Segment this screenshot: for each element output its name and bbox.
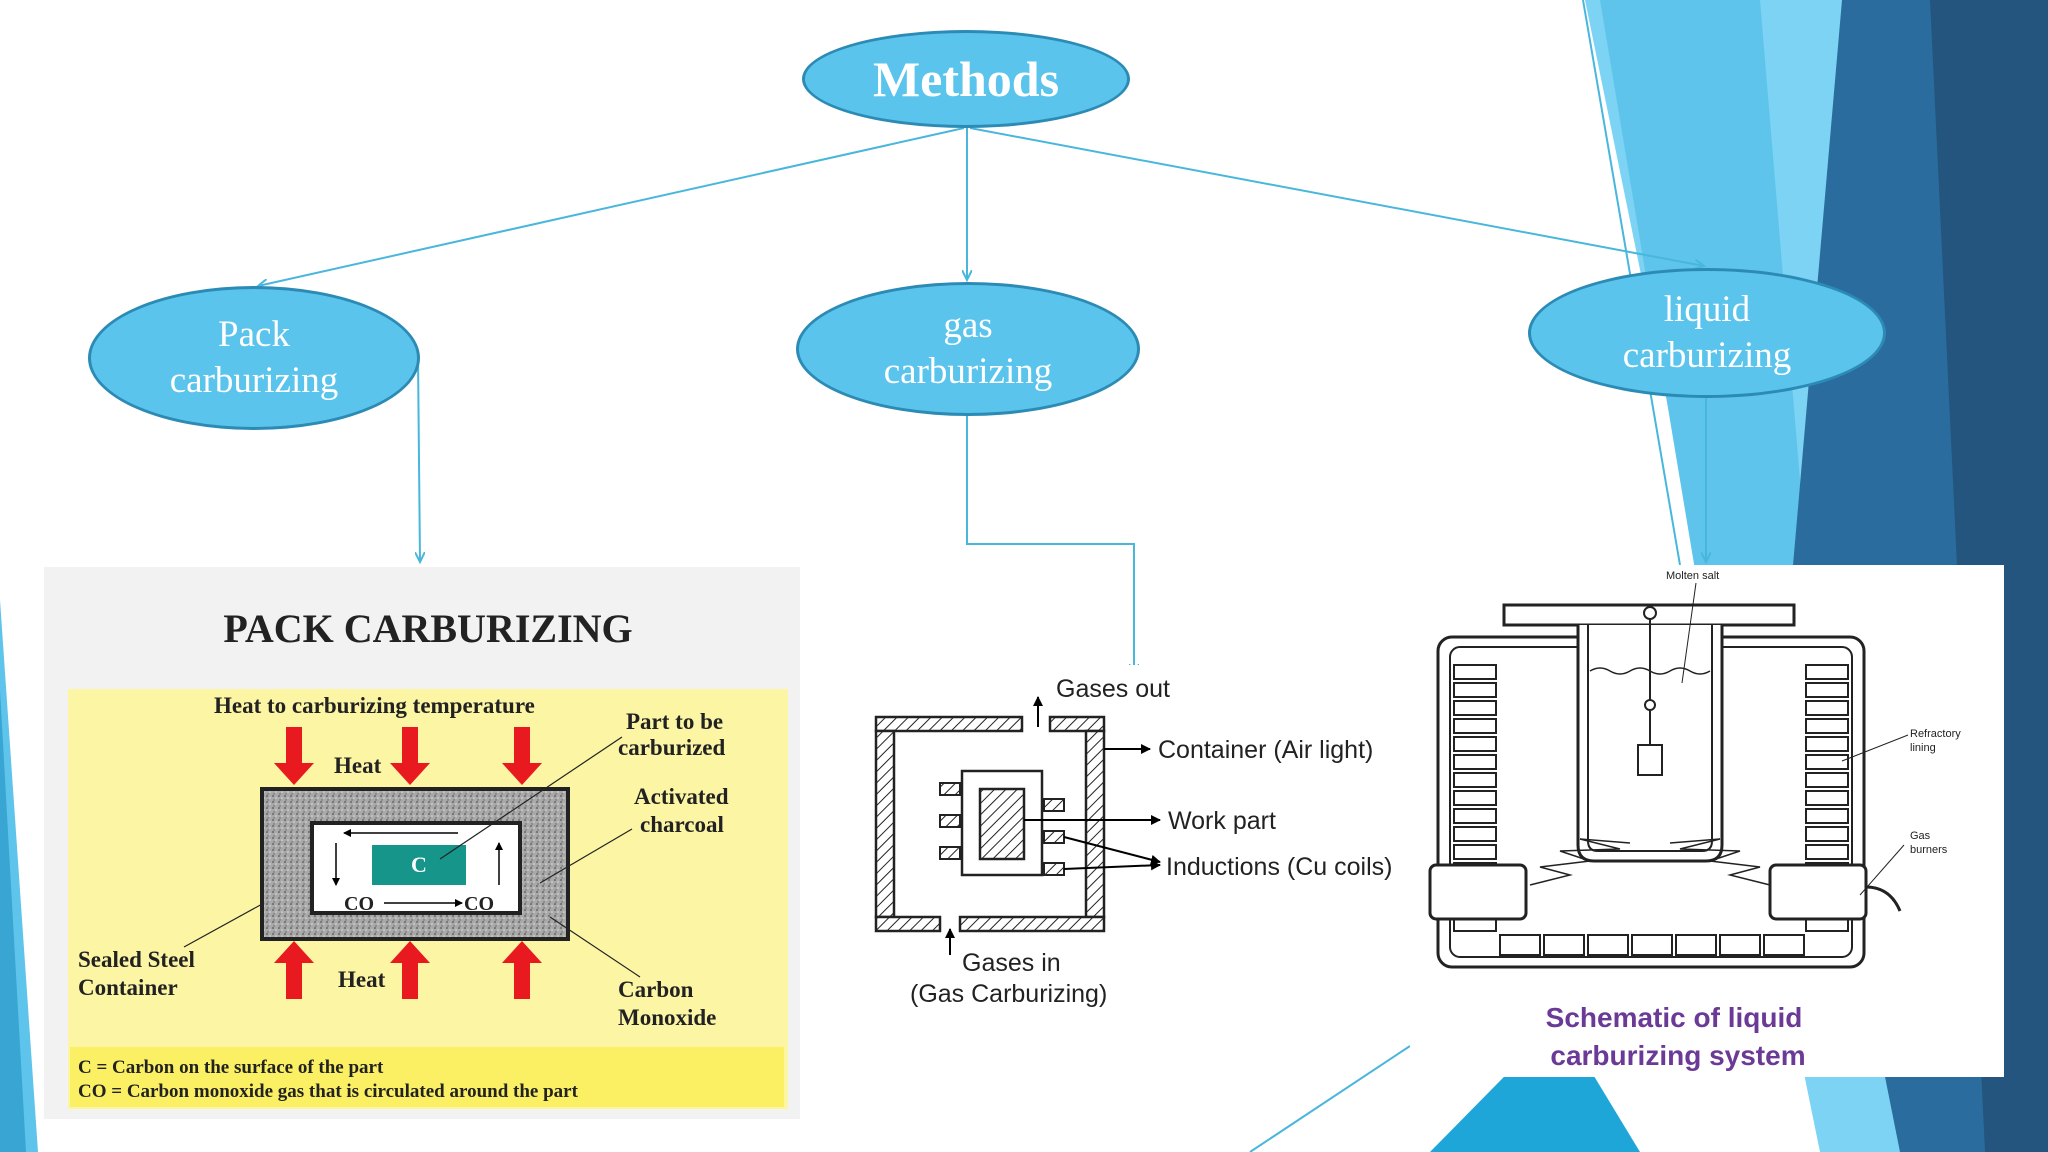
heat-arrow-top-1 bbox=[274, 727, 314, 785]
gas-container bbox=[874, 715, 1106, 933]
gas-label-in: Gases in bbox=[962, 949, 1061, 977]
gas-wall-bottom-right bbox=[958, 915, 1106, 933]
pack-co-left: CO bbox=[344, 893, 374, 915]
gas-carburizing-figure: Gases out Container (Air light) Work par… bbox=[858, 665, 1416, 1035]
leader-molten-salt bbox=[1681, 582, 1697, 684]
liquid-label-burners-2: burners bbox=[1910, 844, 1948, 856]
pack-container-label-2: Container bbox=[78, 975, 178, 1000]
gas-arrow-coil-2 bbox=[1063, 860, 1161, 871]
heat-arrow-bottom-2 bbox=[390, 941, 430, 999]
pack-heat-bottom: Heat bbox=[338, 967, 386, 992]
pack-container-label-1: Sealed Steel bbox=[78, 947, 195, 972]
pack-heat-arrows-bottom bbox=[274, 941, 542, 999]
coil-right-2 bbox=[1043, 830, 1065, 844]
liquid-caption-2: carburizing system bbox=[1550, 1040, 1805, 1071]
node-pack-carburizing: Pack carburizing bbox=[88, 286, 420, 430]
connector-methods-pack bbox=[258, 127, 965, 286]
pack-part-symbol: C bbox=[411, 852, 427, 877]
liquid-carburizing-figure: Molten salt Refractory lining Gas burner… bbox=[1410, 565, 2004, 1077]
pack-co-right: CO bbox=[464, 893, 494, 915]
pack-heat-to-temp: Heat to carburizing temperature bbox=[214, 693, 535, 718]
pack-monoxide-label-2: Monoxide bbox=[618, 1005, 716, 1030]
refractory-bottom bbox=[1499, 934, 1805, 956]
gas-wall-left bbox=[874, 729, 896, 919]
pack-part-label-2: carburized bbox=[618, 735, 726, 760]
node-methods: Methods bbox=[802, 30, 1130, 128]
node-gas-carburizing: gas carburizing bbox=[796, 282, 1140, 416]
pack-leader-monoxide bbox=[549, 916, 641, 978]
pack-leader-container bbox=[183, 902, 265, 948]
burner-hose bbox=[1865, 885, 1902, 912]
gas-burner-left bbox=[1428, 863, 1528, 921]
pack-monoxide-label-1: Carbon bbox=[618, 977, 694, 1002]
liquid-caption-1: Schematic of liquid bbox=[1546, 1002, 1803, 1033]
gas-arrow-coil-1 bbox=[1063, 836, 1161, 865]
gas-wall-top-left bbox=[874, 715, 1024, 733]
gas-work-part bbox=[978, 787, 1026, 861]
pack-charcoal-label-2: charcoal bbox=[640, 812, 724, 837]
pack-legend-1: C = Carbon on the surface of the part bbox=[78, 1057, 384, 1078]
node-methods-label: Methods bbox=[872, 51, 1060, 107]
gas-induction-coils bbox=[939, 782, 1065, 876]
bg-left-light-wedge bbox=[0, 690, 26, 1152]
hanger-ring-top bbox=[1643, 606, 1657, 620]
gas-wall-top-right bbox=[1048, 715, 1106, 733]
leader-refractory bbox=[1841, 734, 1909, 762]
work-piece bbox=[1637, 744, 1663, 776]
heat-arrow-top-3 bbox=[502, 727, 542, 785]
gas-wall-bottom-left bbox=[874, 915, 942, 933]
gas-burner-right bbox=[1768, 863, 1868, 921]
node-liquid-label: liquid carburizing bbox=[1622, 289, 1792, 376]
liquid-label-refractory-2: lining bbox=[1910, 742, 1936, 754]
connector-gas-figure bbox=[966, 414, 1134, 674]
pack-title: PACK CARBURIZING bbox=[223, 606, 632, 651]
burner-flames-right bbox=[1669, 838, 1771, 886]
gas-wall-right bbox=[1084, 729, 1106, 919]
heat-arrow-bottom-1 bbox=[274, 941, 314, 999]
coil-left-2 bbox=[939, 814, 961, 828]
connector-pack-figure bbox=[418, 357, 420, 562]
pack-heat-top: Heat bbox=[334, 753, 382, 778]
leader-burner bbox=[1859, 844, 1905, 896]
pack-carburizing-figure: PACK CARBURIZING Heat to carburizing tem… bbox=[44, 567, 800, 1119]
liquid-label-refractory-1: Refractory bbox=[1910, 728, 1961, 740]
gas-label-work-part: Work part bbox=[1168, 807, 1276, 835]
node-gas-label: gas carburizing bbox=[883, 305, 1053, 392]
bg-bottom-right-wedge bbox=[1430, 1020, 1640, 1152]
coil-left-1 bbox=[939, 782, 961, 796]
gas-label-inductions: Inductions (Cu coils) bbox=[1166, 853, 1392, 881]
connector-methods-liquid bbox=[969, 127, 1704, 266]
pack-leader-charcoal bbox=[539, 828, 633, 884]
pack-charcoal-label-1: Activated bbox=[634, 784, 729, 809]
node-liquid-carburizing: liquid carburizing bbox=[1528, 268, 1886, 398]
coil-left-3 bbox=[939, 846, 961, 860]
heat-arrow-bottom-3 bbox=[502, 941, 542, 999]
gas-label-container: Container (Air light) bbox=[1158, 736, 1373, 764]
coil-right-1 bbox=[1043, 798, 1065, 812]
coil-right-3 bbox=[1043, 862, 1065, 876]
node-pack-label: Pack carburizing bbox=[169, 314, 339, 401]
liquid-label-molten-salt: Molten salt bbox=[1666, 570, 1719, 582]
pack-leader-part bbox=[439, 736, 623, 860]
bg-bottom-line bbox=[1249, 1045, 1411, 1152]
hanger-ring-mid bbox=[1644, 699, 1656, 711]
salt-pot-inner bbox=[1587, 625, 1713, 852]
heat-arrow-top-2 bbox=[390, 727, 430, 785]
gas-label-out: Gases out bbox=[1056, 675, 1170, 703]
gas-caption: (Gas Carburizing) bbox=[910, 980, 1107, 1008]
pack-part-label-1: Part to be bbox=[626, 709, 723, 734]
pack-legend-box bbox=[70, 1047, 784, 1107]
pack-heat-arrows-top bbox=[274, 727, 542, 785]
pack-legend-2: CO = Carbon monoxide gas that is circula… bbox=[78, 1081, 579, 1102]
liquid-label-burners-1: Gas bbox=[1910, 830, 1931, 842]
burner-flames-left bbox=[1529, 838, 1631, 886]
